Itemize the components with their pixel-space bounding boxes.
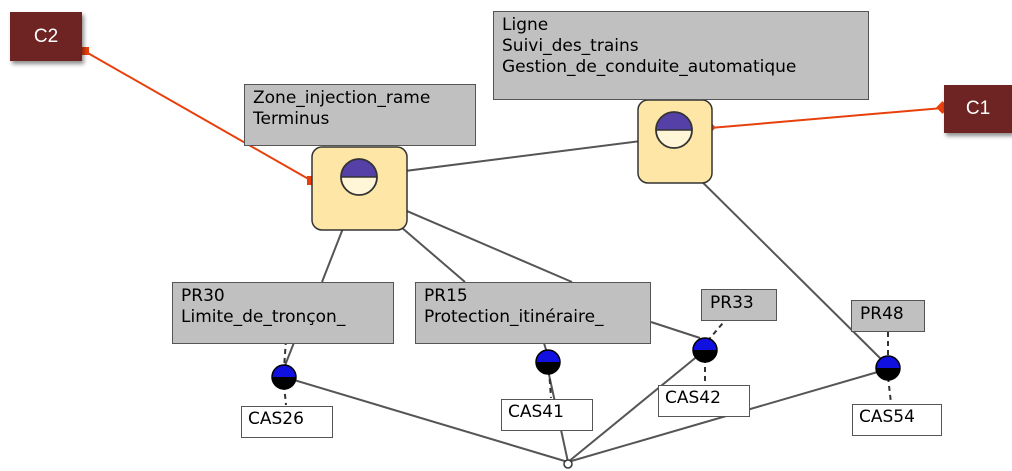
port-cas42 bbox=[692, 337, 718, 363]
label-ligne: Ligne Suivi_des_trains Gestion_de_condui… bbox=[493, 11, 869, 100]
edge-zone-ligne bbox=[357, 136, 673, 178]
edge-port26-hub bbox=[283, 376, 569, 463]
label-pr30-line2: Limite_de_tronçon_ bbox=[181, 307, 346, 327]
dash-pr30 bbox=[283, 339, 287, 369]
label-zone: Zone_injection_rame Terminus bbox=[244, 84, 476, 146]
label-cas26: CAS26 bbox=[241, 406, 333, 438]
label-zone-line1: Zone_injection_rame bbox=[253, 88, 431, 108]
edge-port42-hub bbox=[567, 349, 706, 463]
port-cas26 bbox=[271, 364, 297, 390]
label-pr30-line1: PR30 bbox=[181, 286, 225, 306]
node-zone bbox=[311, 146, 408, 231]
node-ligne bbox=[637, 99, 713, 184]
edge-ligne-cas54 bbox=[671, 151, 885, 363]
callout-c2: C2 bbox=[10, 12, 82, 61]
label-pr15: PR15 Protection_itinéraire_ bbox=[415, 282, 651, 344]
label-pr15-line1: PR15 bbox=[424, 286, 468, 306]
label-cas41: CAS41 bbox=[501, 399, 593, 431]
label-ligne-line1: Ligne bbox=[502, 15, 549, 35]
label-zone-line2: Terminus bbox=[253, 109, 330, 129]
callout-c1-line bbox=[709, 107, 944, 129]
label-cas54: CAS54 bbox=[852, 404, 942, 436]
label-pr30: PR30 Limite_de_tronçon_ bbox=[172, 282, 394, 344]
hub-point bbox=[563, 459, 573, 469]
port-cas41 bbox=[535, 349, 561, 375]
dash-cas54 bbox=[887, 376, 892, 404]
label-ligne-line2: Suivi_des_trains bbox=[502, 36, 639, 56]
label-pr33: PR33 bbox=[701, 289, 777, 321]
label-ligne-line3: Gestion_de_conduite_automatique bbox=[502, 57, 797, 77]
port-cas54 bbox=[875, 355, 901, 381]
callout-c2-end bbox=[81, 47, 89, 55]
label-pr48: PR48 bbox=[851, 300, 925, 332]
callout-c2-line bbox=[85, 51, 313, 182]
label-cas42: CAS42 bbox=[658, 385, 750, 417]
edge-pr15-cas42 bbox=[650, 321, 701, 339]
label-pr15-line2: Protection_itinéraire_ bbox=[424, 307, 604, 327]
edge-pr30-port bbox=[283, 339, 296, 369]
callout-c1: C1 bbox=[944, 85, 1012, 133]
